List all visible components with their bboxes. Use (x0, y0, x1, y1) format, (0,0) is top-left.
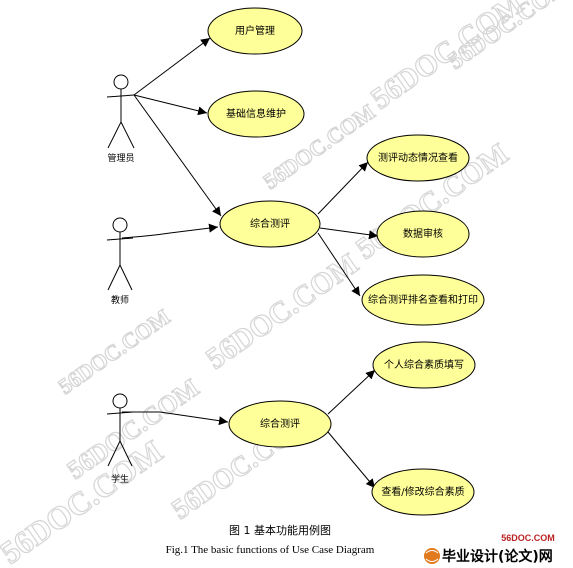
assoc-eval-datareview (319, 227, 379, 240)
actor-student-label: 学生 (111, 473, 129, 485)
usecase-fill-quality-label: 个人综合素质填写 (384, 358, 464, 371)
usecase-edit-quality: 查看/修改综合素质 (371, 468, 475, 516)
assoc-eval-fillquality (327, 369, 376, 415)
assoc-eval-rankprint (317, 232, 361, 297)
usecase-user-mgmt: 用户管理 (207, 7, 303, 55)
actor-admin-label: 管理员 (107, 152, 134, 164)
assoc-student-eval (122, 411, 229, 426)
caption-chinese: 图 1 基本功能用例图 (229, 523, 331, 537)
assoc-eval-editquality (327, 431, 376, 489)
logo-main-text: 毕业设计(论文)网 (442, 548, 553, 565)
usecase-view-status-label: 测评动态情况查看 (378, 151, 458, 164)
watermark: 56DOC.COM (54, 304, 175, 399)
usecase-basic-info: 基础信息维护 (207, 90, 305, 138)
logo-top-text: 56DOC.COM (501, 533, 555, 543)
actor-teacher (106, 217, 134, 291)
assoc-admin-usermgmt (133, 37, 211, 96)
usecase-eval-admin-label: 综合测评 (250, 217, 290, 230)
actor-teacher-label: 教师 (111, 294, 129, 306)
assoc-admin-eval (133, 94, 222, 217)
usecase-basic-info-label: 基础信息维护 (226, 107, 286, 120)
usecase-edit-quality-label: 查看/修改综合素质 (381, 485, 464, 498)
usecase-view-status: 测评动态情况查看 (366, 134, 470, 182)
usecase-rank-print-label: 综合测评排名查看和打印 (368, 293, 478, 306)
usecase-data-review: 数据审核 (376, 210, 470, 258)
usecase-data-review-label: 数据审核 (403, 227, 443, 240)
assoc-teacher-eval (121, 223, 219, 239)
assoc-eval-viewstatus (317, 161, 369, 215)
assoc-admin-basicinfo (133, 94, 208, 116)
actor-admin (106, 74, 135, 149)
usecase-eval-student-label: 综合测评 (260, 417, 300, 430)
site-logo: 56DOC.COM 毕业设计(论文)网 (424, 533, 555, 565)
actor-student (106, 393, 134, 467)
caption-english: Fig.1 The basic functions of Use Case Di… (166, 544, 375, 556)
usecase-fill-quality: 个人综合素质填写 (372, 341, 476, 389)
usecase-eval-admin: 综合测评 (219, 200, 321, 248)
usecase-rank-print: 综合测评排名查看和打印 (361, 274, 485, 326)
usecase-user-mgmt-label: 用户管理 (235, 24, 275, 37)
usecase-eval-student: 综合测评 (228, 400, 332, 448)
associations (121, 37, 379, 489)
